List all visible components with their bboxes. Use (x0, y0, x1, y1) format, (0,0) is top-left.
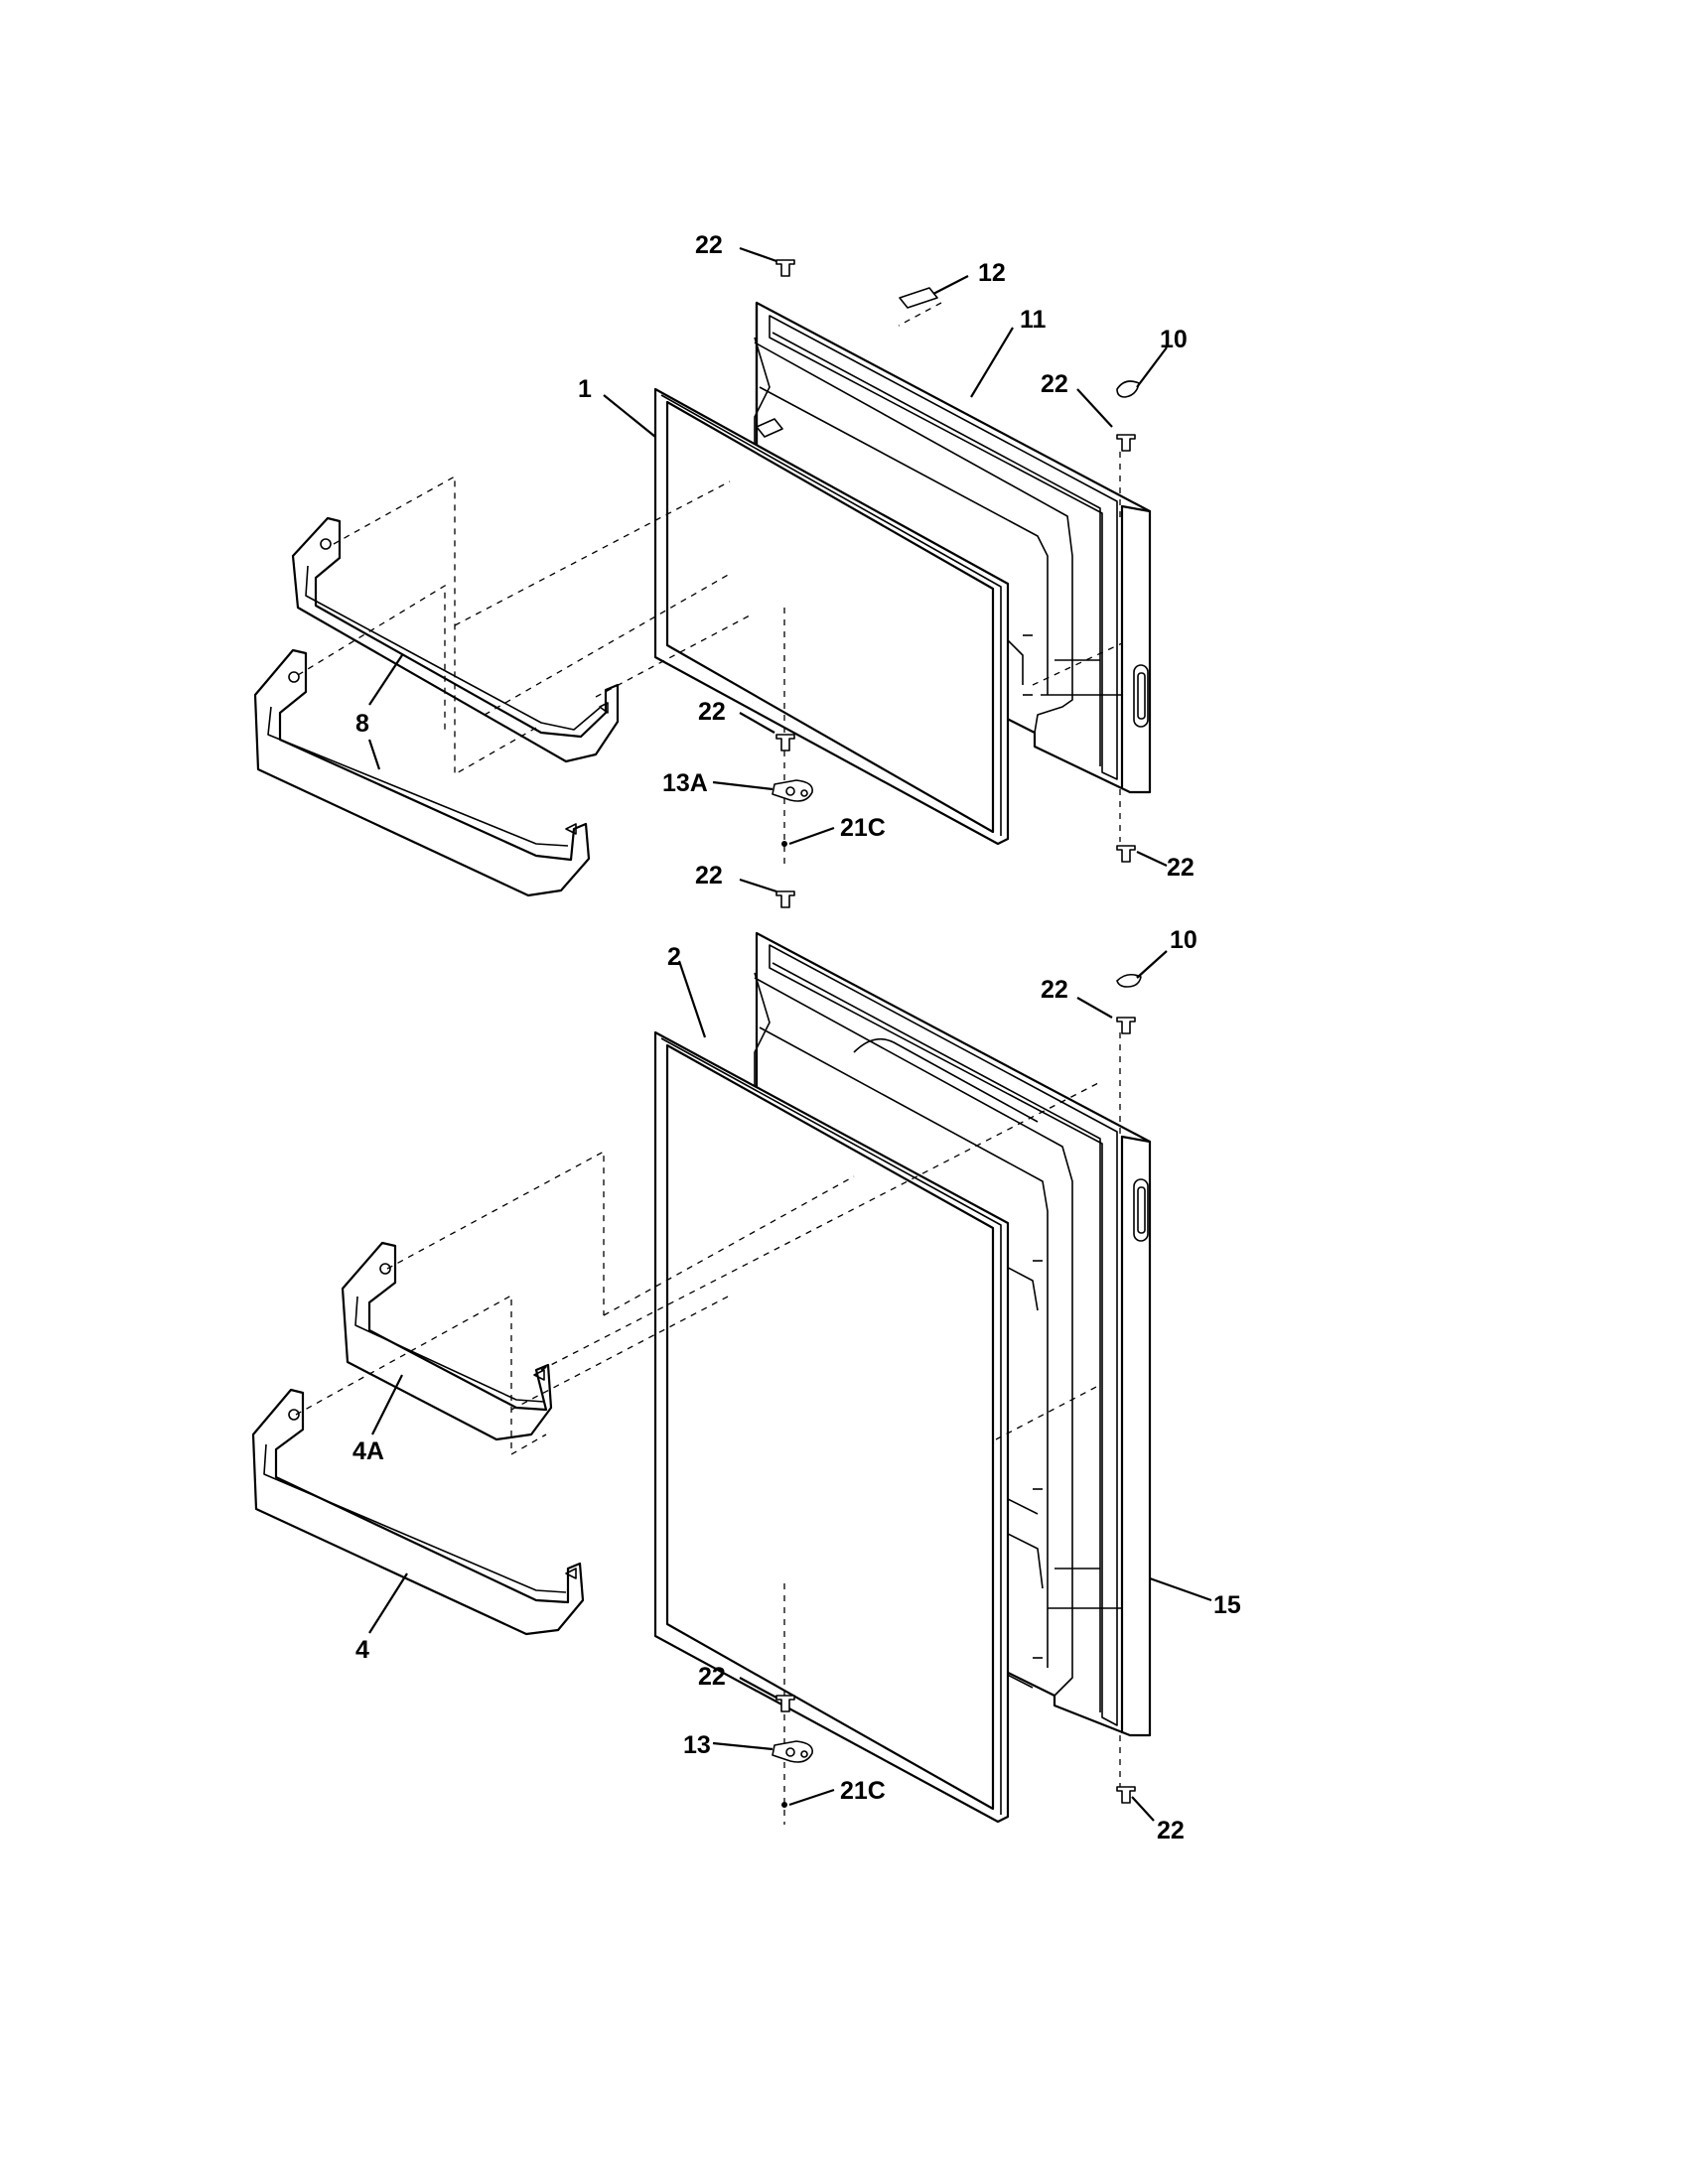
callout-13a: 13A (662, 769, 708, 797)
callout-22: 22 (695, 862, 723, 889)
callout-21c: 21C (840, 814, 886, 842)
fresh-food-door-assembly (251, 890, 1152, 1825)
callout-10: 10 (1160, 326, 1188, 353)
callout-8: 8 (355, 710, 369, 738)
fresh-food-door-shelf-upper (341, 1241, 553, 1441)
callout-4a: 4A (352, 1437, 384, 1465)
fresh-food-door-gasket (653, 1030, 1010, 1824)
fresh-food-alignment-lines (295, 1032, 1121, 1825)
callout-labels: 22 12 11 10 22 1 8 22 13A 21C 22 22 2 10… (352, 231, 1241, 1844)
callout-10: 10 (1170, 926, 1197, 954)
callout-13: 13 (683, 1731, 711, 1759)
callout-22: 22 (698, 1663, 726, 1691)
callout-22: 22 (1157, 1817, 1185, 1844)
callout-22: 22 (1167, 854, 1195, 882)
callout-12: 12 (978, 259, 1006, 287)
callout-22: 22 (698, 698, 726, 726)
callout-21c: 21C (840, 1777, 886, 1805)
fresh-food-door-shelf-lower (251, 1388, 585, 1636)
callout-22: 22 (1041, 976, 1068, 1004)
callout-22: 22 (695, 231, 723, 259)
freezer-door-assembly (253, 259, 1152, 897)
freezer-hinge-hardware (772, 259, 1140, 863)
fresh-food-hinge-hardware (772, 890, 1142, 1808)
callout-2: 2 (667, 943, 681, 971)
callout-22: 22 (1041, 370, 1068, 398)
callout-1: 1 (578, 375, 592, 403)
freezer-door-shelf-lower (253, 648, 591, 897)
freezer-door-shelf-upper (291, 516, 620, 763)
callout-11: 11 (1020, 306, 1047, 334)
leader-lines (367, 246, 1212, 1822)
callout-15: 15 (1213, 1591, 1241, 1619)
callout-4: 4 (355, 1636, 369, 1664)
freezer-alignment-lines (297, 302, 1123, 864)
freezer-door-gasket (653, 387, 1010, 846)
